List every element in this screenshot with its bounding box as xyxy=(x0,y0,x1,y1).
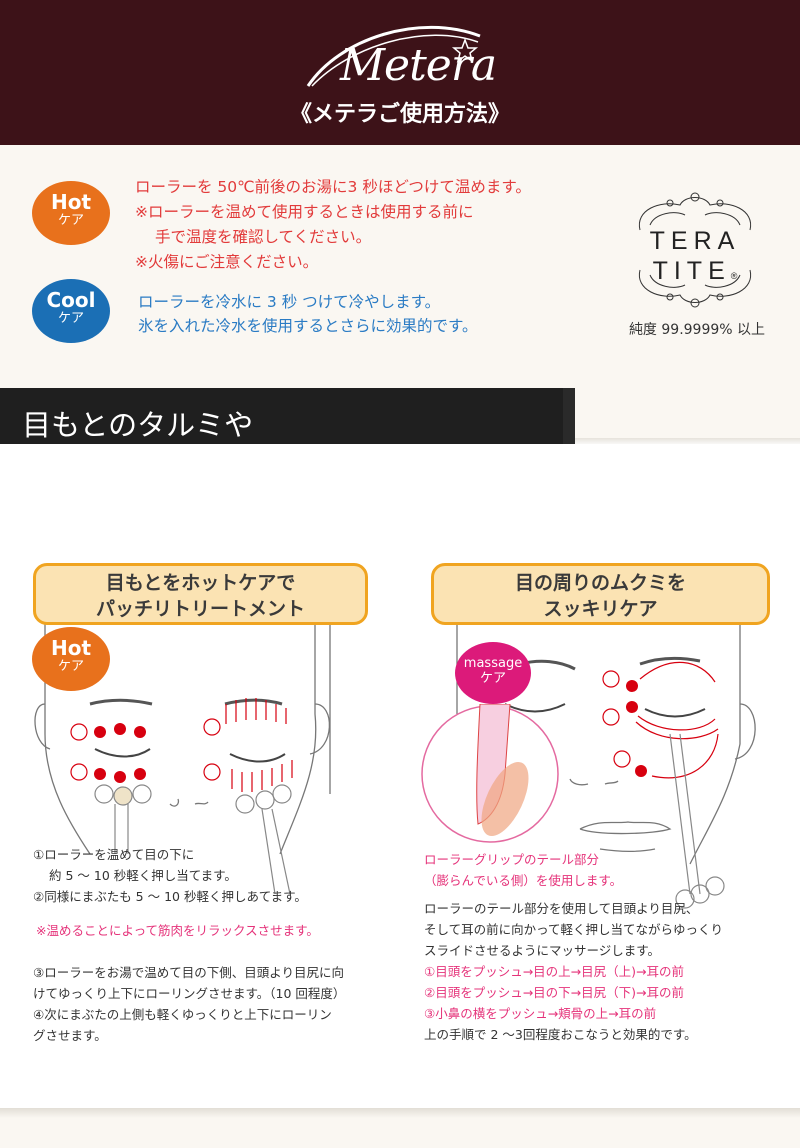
grip-note-line: ローラーグリップのテール部分 xyxy=(424,852,600,867)
step-line: ①ローラーを温めて目の下に xyxy=(33,847,195,862)
route-line: ②目頭をプッシュ→目の下→目尻（下)→耳の前 xyxy=(424,985,685,1000)
left-title-line-1: 目もとをホットケアで xyxy=(105,572,296,594)
left-badge-title: Hot xyxy=(50,636,92,660)
hot-badge-sub: ケア xyxy=(57,213,84,228)
tite-text: TITE® xyxy=(630,257,760,286)
massage-badge-title: massage xyxy=(463,656,523,671)
divider-shadow xyxy=(575,438,800,446)
headline-line-1: 目もとのタルミや xyxy=(22,408,254,442)
cool-instructions: ローラーを冷水に 3 秒 つけて冷やします。 氷を入れた冷水を使用するとさらに効… xyxy=(138,290,477,338)
hot-line: 手で温度を確認してください。 xyxy=(155,228,372,246)
right-title-line-2: スッキリケア xyxy=(543,598,658,620)
right-title-line-1: 目の周りのムクミを xyxy=(514,572,686,594)
step-line: スライドさせるようにマッサージします。 xyxy=(424,943,661,958)
instructions-main: 目もとをホットケアで パッチリトリートメント Hot ケア xyxy=(0,444,800,1109)
right-steps: ローラーのテール部分を使用して目頭より目尻、 そして耳の前に向かって軽く押し当て… xyxy=(424,898,784,1045)
hot-instructions: ローラーを 50℃前後のお湯に3 秒ほどつけて温めます。 ※ローラーを温めて使用… xyxy=(135,175,531,275)
left-hot-badge: Hot ケア xyxy=(32,627,110,691)
hot-badge-title: Hot xyxy=(50,190,92,214)
step-line: 約 5 ～ 10 秒軽く押し当てます。 xyxy=(49,868,237,883)
route-line: ③小鼻の横をプッシュ→頬骨の上→耳の前 xyxy=(424,1006,657,1021)
route-line: ①目頭をプッシュ→目の上→目尻（上)→耳の前 xyxy=(424,964,685,979)
hot-care-badge: Hot ケア xyxy=(32,181,110,245)
hot-line: ※火傷にご注意ください。 xyxy=(135,253,319,271)
step-line: けてゆっくり上下にローリングさせます。（10 回程度） xyxy=(33,986,346,1001)
cool-badge-sub: ケア xyxy=(57,311,84,326)
step-line: ローラーのテール部分を使用して目頭より目尻、 xyxy=(424,901,699,916)
step-line: グさせます。 xyxy=(33,1028,107,1043)
cool-line: ローラーを冷水に 3 秒 つけて冷やします。 xyxy=(138,293,441,311)
header-banner: Metera 《メテラご使用方法》 xyxy=(0,0,800,145)
hot-line: ※ローラーを温めて使用するときは使用する前に xyxy=(135,203,474,221)
step-line: ④次にまぶたの上側も軽くゆっくりと上下にローリン xyxy=(33,1007,332,1022)
left-face-illustration xyxy=(34,624,331,895)
page-title: 《メテラご使用方法》 xyxy=(289,102,510,127)
cool-badge-title: Cool xyxy=(46,288,96,312)
cool-line: 氷を入れた冷水を使用するとさらに効果的です。 xyxy=(138,317,478,335)
metera-swoosh-icon xyxy=(306,25,481,87)
massage-care-badge: massage ケア xyxy=(455,642,531,704)
right-panel-title: 目の周りのムクミを スッキリケア xyxy=(431,563,770,625)
grip-note: ローラーグリップのテール部分 （膨らんでいる側）を使用します。 xyxy=(424,849,622,891)
ornament-frame-icon xyxy=(638,192,752,308)
massage-badge-sub: ケア xyxy=(479,671,506,686)
grip-note-line: （膨らんでいる側）を使用します。 xyxy=(424,873,623,888)
right-face-illustration xyxy=(456,624,756,909)
left-note: ※温めることによって筋肉をリラックスさせます。 xyxy=(36,923,319,938)
left-badge-sub: ケア xyxy=(57,659,84,674)
left-steps-1: ①ローラーを温めて目の下に 約 5 ～ 10 秒軽く押し当てます。 ②同様にまぶ… xyxy=(33,844,307,907)
grip-closeup-icon xyxy=(421,704,559,843)
cool-care-badge: Cool ケア xyxy=(32,279,110,343)
registered-mark: ® xyxy=(730,271,738,281)
purity-label: 純度 99.9999% 以上 xyxy=(628,322,766,338)
brand-logo: Metera xyxy=(340,40,497,91)
tera-text: TERA xyxy=(649,227,741,255)
step-line: ③ローラーをお湯で温めて目の下側、目頭より目尻に向 xyxy=(33,965,344,980)
step-line: ②同様にまぶたも 5 ～ 10 秒軽く押しあてます。 xyxy=(33,889,307,904)
left-panel-title: 目もとをホットケアで パッチリトリートメント xyxy=(33,563,368,625)
left-steps-2: ③ローラーをお湯で温めて目の下側、目頭より目尻に向 けてゆっくり上下にローリング… xyxy=(33,962,393,1046)
hot-line: ローラーを 50℃前後のお湯に3 秒ほどつけて温めます。 xyxy=(135,178,531,196)
left-title-line-2: パッチリトリートメント xyxy=(95,598,305,620)
tite-word: TITE xyxy=(652,257,731,285)
step-line: そして耳の前に向かって軽く押し当てながらゆっくり xyxy=(424,922,724,937)
closing-line: 上の手順で 2 ～3回程度おこなうと効果的です。 xyxy=(424,1027,697,1042)
usage-intro-section: Hot ケア ローラーを 50℃前後のお湯に3 秒ほどつけて温めます。 ※ローラ… xyxy=(0,145,800,445)
bottom-shadow xyxy=(0,1108,800,1118)
teratite-logo: TERA TITE® xyxy=(630,175,760,325)
